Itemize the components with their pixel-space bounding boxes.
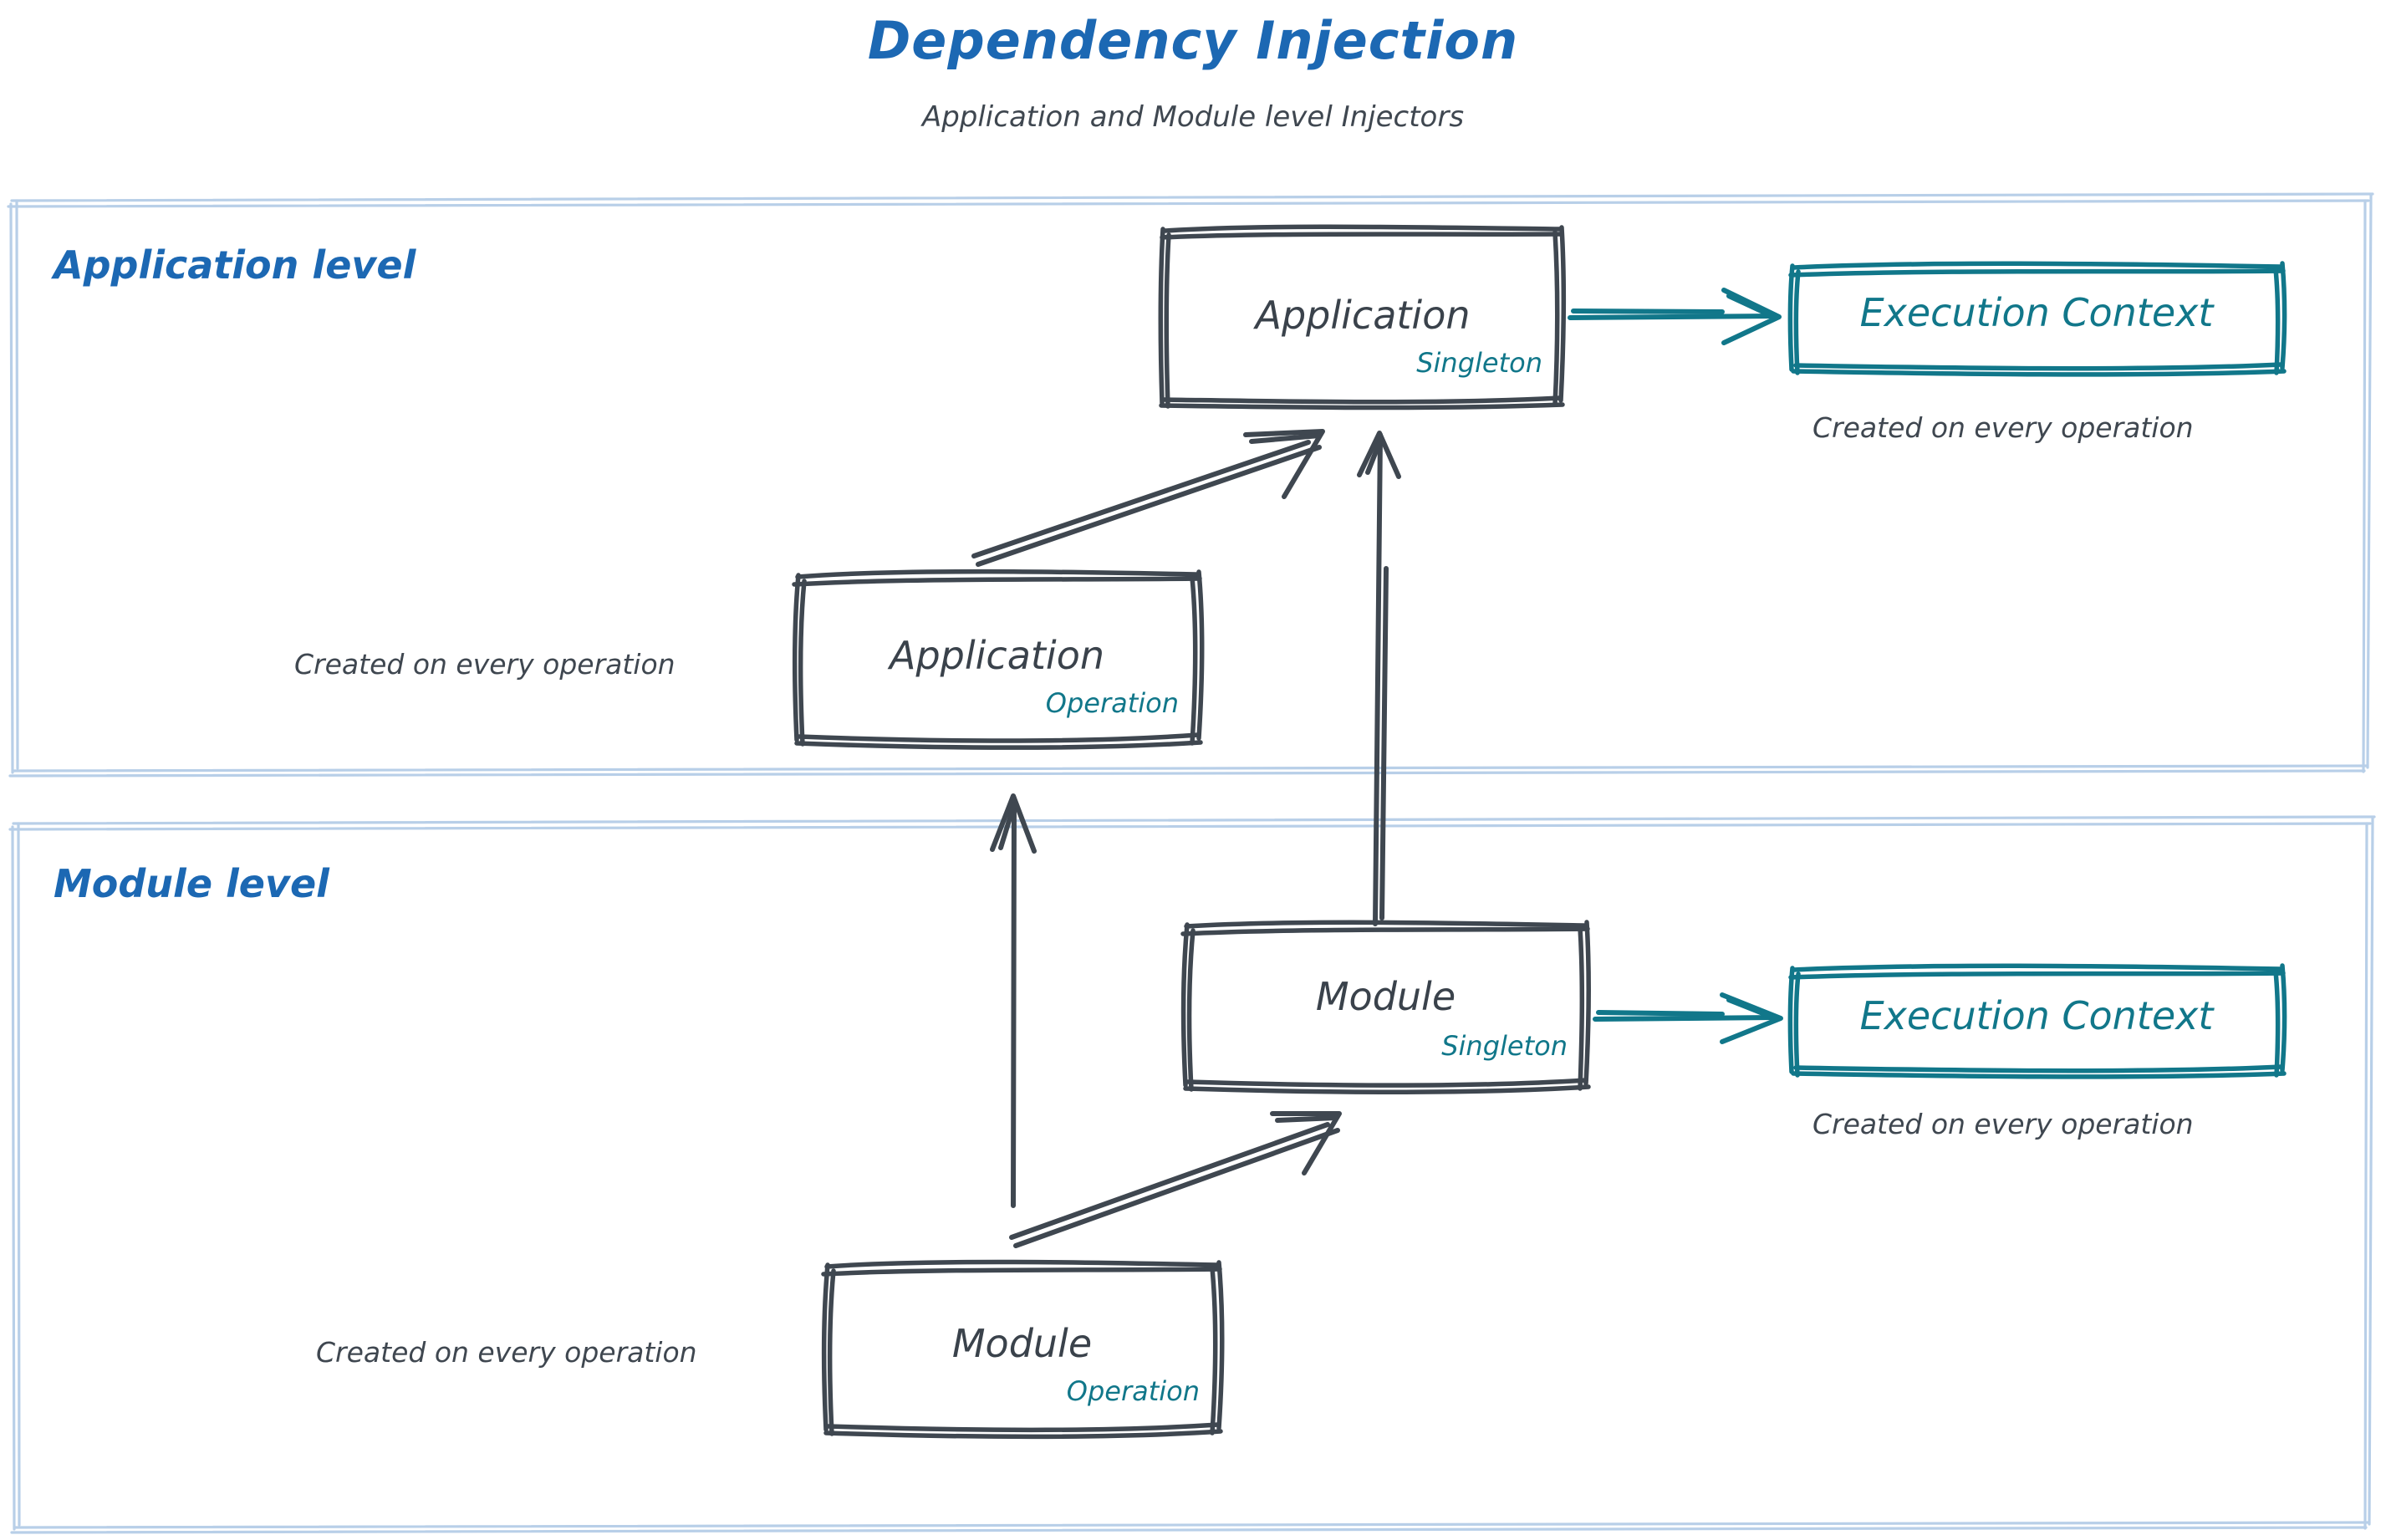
lane-label-application-level: Application level: [54, 242, 416, 288]
node-title-application-operation: Application: [889, 633, 1105, 678]
arrow-module-operation-to-app-operation: [990, 793, 1037, 1208]
page-title: Dependency Injection: [867, 10, 1519, 71]
node-title-module-operation: Module: [951, 1321, 1093, 1366]
arrow-module-singleton-to-exec-context: [1593, 992, 1783, 1044]
caption-execution-context-module: Created on every operation: [1812, 1108, 2194, 1140]
node-title-application-singleton: Application: [1255, 293, 1471, 338]
node-scope-module-operation: Operation: [1066, 1375, 1200, 1407]
caption-module-operation: Created on every operation: [316, 1336, 697, 1369]
page-subtitle: Application and Module level Injectors: [921, 100, 1465, 134]
caption-execution-context-application: Created on every operation: [1812, 411, 2194, 444]
arrow-module-singleton-to-app-singleton: [1357, 431, 1401, 926]
node-scope-module-singleton: Singleton: [1441, 1030, 1568, 1062]
arrow-module-operation-to-module-singleton: [1009, 1111, 1342, 1248]
arrow-app-operation-to-app-singleton: [971, 429, 1325, 567]
lane-label-module-level: Module level: [54, 861, 329, 906]
node-title-execution-context-application: Execution Context: [1859, 290, 2214, 335]
lane-module-level-frame: [8, 815, 2376, 1534]
arrow-app-singleton-to-exec-context: [1568, 288, 1782, 345]
node-scope-application-singleton: Singleton: [1416, 347, 1542, 379]
node-scope-application-operation: Operation: [1045, 687, 1179, 719]
caption-application-operation: Created on every operation: [294, 648, 676, 681]
node-title-module-singleton: Module: [1315, 974, 1456, 1019]
node-title-execution-context-module: Execution Context: [1859, 993, 2214, 1038]
